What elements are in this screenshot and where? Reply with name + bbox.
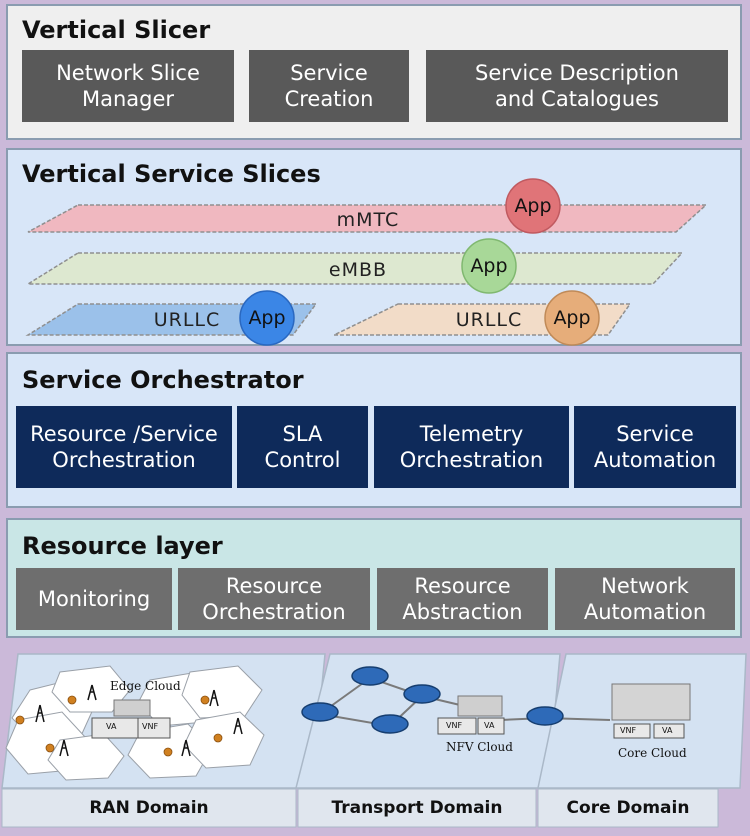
urllc-app-label-1: App (248, 307, 286, 329)
edge-vnf-text: VNF (142, 722, 159, 731)
embb-app-label: App (470, 255, 508, 277)
resource-orchestration-box: Resource Orchestration (178, 568, 370, 630)
core-vnf-icon (613, 723, 651, 739)
transport-domain-label: Transport Domain (331, 798, 503, 818)
antenna-icon (35, 684, 243, 757)
telemetry-orchestration-box: Telemetry Orchestration (374, 406, 569, 488)
core-vnf-text: VNF (620, 726, 637, 735)
service-creation-box: Service Creation (249, 50, 409, 122)
transport-domain-plane (295, 653, 561, 789)
core-server-icon (611, 683, 691, 721)
resource-layer-panel: Resource layer Monitoring Resource Orche… (6, 518, 742, 638)
ran-domain-label-box (1, 788, 297, 828)
gear-icon (15, 695, 223, 757)
vertical-slicer-panel: Vertical Slicer Network Slice Manager Se… (6, 4, 742, 140)
resource-abstraction-box: Resource Abstraction (377, 568, 548, 630)
urllc-label-1: URLLC (153, 309, 221, 331)
router-icon (403, 684, 441, 704)
slices-drawing (25, 178, 708, 346)
nfv-vnf-icon (477, 717, 505, 735)
embb-app-circle (461, 238, 517, 294)
ran-domain-label: RAN Domain (89, 798, 209, 818)
urllc-app-label-2: App (553, 307, 591, 329)
core-vnf-icon (653, 723, 685, 739)
mmtc-label: mMTC (336, 209, 400, 231)
core-va-text: VA (662, 726, 673, 735)
service-description-box: Service Description and Catalogues (426, 50, 728, 122)
transport-domain-label-box (297, 788, 537, 828)
edge-cloud-label: Edge Cloud (110, 679, 181, 693)
core-domain-label: Core Domain (566, 798, 690, 818)
nfv-vnf-icon (437, 717, 477, 735)
mmtc-app-label: App (514, 195, 552, 217)
nfv-vnf-text: VNF (446, 721, 463, 730)
network-slice-manager-box: Network Slice Manager (22, 50, 234, 122)
ran-cell (181, 665, 263, 719)
nfv-cloud-label: NFV Cloud (446, 740, 513, 754)
service-orchestrator-panel: Service Orchestrator Resource /Service O… (6, 352, 742, 508)
core-domain-plane (537, 653, 747, 789)
router-icon (301, 702, 339, 722)
monitoring-box: Monitoring (16, 568, 172, 630)
resource-service-orchestration-box: Resource /Service Orchestration (16, 406, 232, 488)
vertical-slicer-title: Vertical Slicer (22, 16, 211, 44)
embb-label: eMBB (328, 259, 388, 281)
vertical-service-slices-title: Vertical Service Slices (22, 160, 321, 188)
core-domain-label-box (537, 788, 719, 828)
vertical-service-slices-panel: Vertical Service Slices mMTC eMBB URLLC … (6, 148, 742, 346)
urllc-label-2: URLLC (455, 309, 523, 331)
sla-control-box: SLA Control (237, 406, 368, 488)
nfv-server-icon (457, 695, 503, 717)
router-icon (526, 706, 564, 726)
resource-layer-title: Resource layer (22, 532, 223, 560)
service-automation-box: Service Automation (574, 406, 736, 488)
edge-va-text: VA (106, 722, 117, 731)
urllc-app-circle-2 (544, 290, 600, 346)
core-cloud-label: Core Cloud (618, 746, 687, 760)
edge-vnf-icon (137, 717, 171, 739)
nfv-va-text: VA (484, 721, 495, 730)
router-icon (371, 714, 409, 734)
service-orchestrator-title: Service Orchestrator (22, 366, 304, 394)
urllc-app-circle-1 (239, 290, 295, 346)
mmtc-app-circle (505, 178, 561, 234)
network-automation-box: Network Automation (555, 568, 735, 630)
router-icon (351, 666, 389, 686)
edge-server-icon (113, 699, 151, 717)
